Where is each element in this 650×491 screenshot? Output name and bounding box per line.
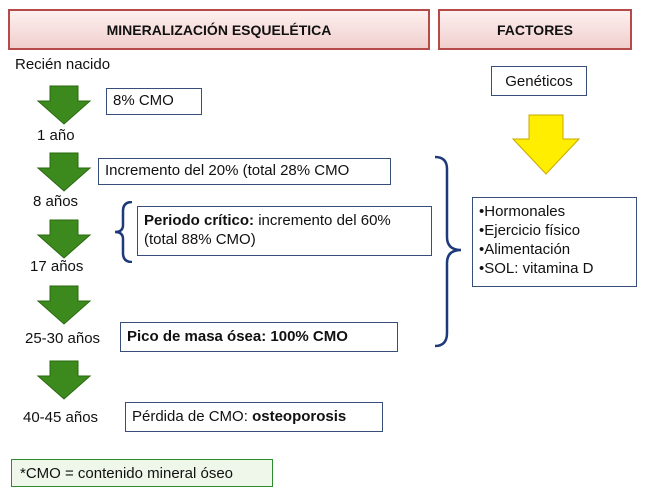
factor-alimentacion: •Alimentación: [479, 241, 571, 258]
box-8-cmo-text: 8% CMO: [113, 92, 174, 109]
down-arrow-3-icon: [36, 219, 92, 259]
box-geneticos-text: Genéticos: [505, 73, 573, 90]
header-factores: FACTORES: [438, 9, 632, 50]
legend-cmo-text: *CMO = contenido mineral óseo: [20, 465, 234, 482]
bracket-periodo-critico-icon: [114, 201, 133, 263]
factor-sol: •SOL: vitamina D: [479, 260, 594, 277]
stage-8-anos: 8 años: [33, 193, 79, 210]
box-8-cmo: 8% CMO: [106, 88, 202, 115]
box-factores-lista: •Hormonales •Ejercicio físico •Alimentac…: [472, 197, 637, 287]
box-perdida-cmo: Pérdida de CMO: osteoporosis: [125, 402, 383, 432]
box-periodo-critico: Periodo crítico: incremento del 60% (tot…: [137, 206, 432, 256]
box-geneticos: Genéticos: [491, 66, 587, 96]
box-perdida-cmo-plain: Pérdida de CMO:: [132, 408, 253, 425]
down-arrow-5-icon: [36, 360, 92, 400]
periodo-critico-label: Periodo crítico:: [144, 212, 255, 229]
stage-17-anos: 17 años: [30, 258, 84, 275]
factor-hormonales: •Hormonales: [479, 203, 566, 220]
yellow-down-arrow-icon: [511, 114, 581, 175]
stage-25-30-anos: 25-30 años: [25, 330, 101, 347]
stage-1-ano: 1 año: [37, 127, 75, 144]
box-periodo-critico-line2: (total 88% CMO): [144, 231, 256, 248]
header-factores-label: FACTORES: [497, 21, 573, 38]
bracket-factores-icon: [434, 155, 462, 348]
down-arrow-4-icon: [36, 285, 92, 325]
factor-ejercicio: •Ejercicio físico: [479, 222, 581, 239]
periodo-critico-incremento: incremento del 60%: [254, 212, 391, 229]
down-arrow-2-icon: [36, 152, 92, 192]
box-incremento-20-text: Incremento del 20% (total 28% CMO: [105, 162, 350, 179]
box-pico-masa-osea: Pico de masa ósea: 100% CMO: [120, 322, 398, 352]
stage-40-45-anos: 40-45 años: [23, 409, 99, 426]
legend-cmo: *CMO = contenido mineral óseo: [11, 459, 273, 487]
box-pico-masa-osea-text: Pico de masa ósea: 100% CMO: [127, 328, 348, 345]
header-mineralizacion: MINERALIZACIÓN ESQUELÉTICA: [8, 9, 430, 50]
box-perdida-cmo-osteoporosis: osteoporosis: [252, 408, 347, 425]
down-arrow-1-icon: [36, 85, 92, 125]
box-incremento-20: Incremento del 20% (total 28% CMO: [98, 158, 391, 185]
header-mineralizacion-label: MINERALIZACIÓN ESQUELÉTICA: [106, 21, 332, 38]
box-periodo-critico-line1: Periodo crítico: incremento del 60%: [144, 211, 425, 230]
stage-recien-nacido: Recién nacido: [15, 56, 111, 73]
